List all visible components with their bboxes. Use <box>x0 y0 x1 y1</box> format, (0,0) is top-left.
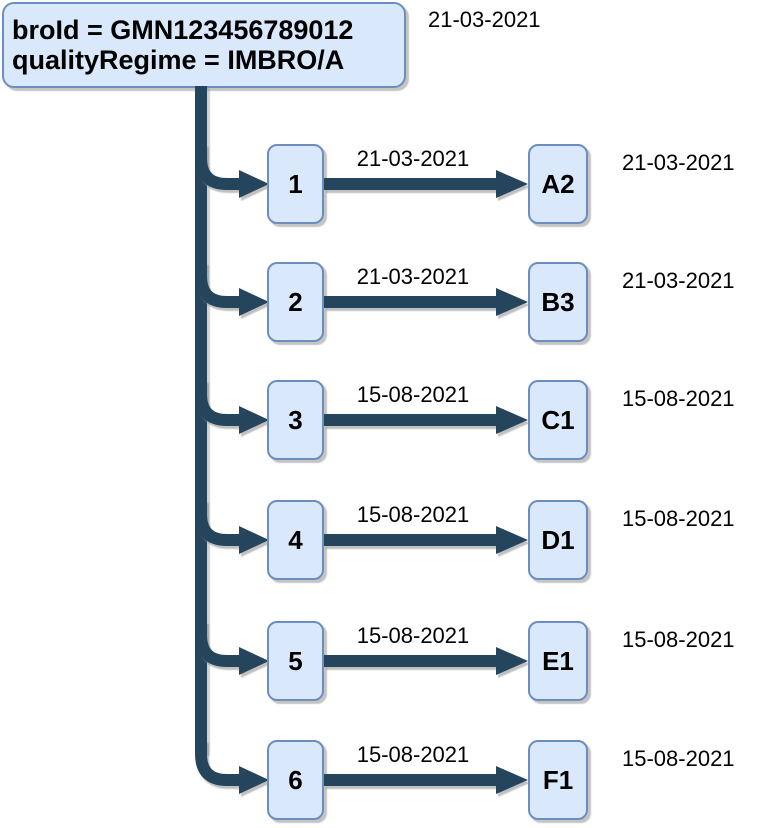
root-quality-regime-text: qualityRegime = IMBRO/A <box>12 45 345 75</box>
edge-arrow-icon <box>324 526 528 554</box>
event-node: F1 <box>528 740 588 820</box>
version-node: 3 <box>267 380 324 460</box>
event-node: C1 <box>528 380 588 460</box>
event-date-label: 15-08-2021 <box>622 627 735 652</box>
edge-date-label: 15-08-2021 <box>356 742 470 767</box>
history-row: 3 15-08-2021 C1 15-08-2021 <box>0 380 762 460</box>
trunk-line <box>195 86 207 754</box>
version-node: 4 <box>267 500 324 580</box>
event-date-label: 21-03-2021 <box>622 268 735 293</box>
branch-arrow-icon <box>195 500 269 554</box>
edge-date-label: 21-03-2021 <box>356 264 470 289</box>
history-row: 1 21-03-2021 A2 21-03-2021 <box>0 144 762 224</box>
event-node-label: E1 <box>542 645 574 676</box>
root-broid-text: broId = GMN123456789012 <box>12 15 354 45</box>
event-date-label: 21-03-2021 <box>622 150 735 175</box>
history-row: 4 15-08-2021 D1 15-08-2021 <box>0 500 762 580</box>
event-node-label: C1 <box>541 404 575 435</box>
version-node-label: 5 <box>288 645 303 676</box>
root-node: broId = GMN123456789012 qualityRegime = … <box>2 2 406 88</box>
history-row: 2 21-03-2021 B3 21-03-2021 <box>0 262 762 342</box>
history-row: 5 15-08-2021 E1 15-08-2021 <box>0 621 762 701</box>
edge-date-label: 15-08-2021 <box>356 502 470 527</box>
branch-arrow-icon <box>195 144 269 198</box>
version-node: 1 <box>267 144 324 224</box>
event-date-label: 15-08-2021 <box>622 386 735 411</box>
branch-arrow-icon <box>195 621 269 675</box>
event-date-label: 15-08-2021 <box>622 746 735 771</box>
edge-date-label: 21-03-2021 <box>356 146 470 171</box>
version-node: 5 <box>267 621 324 701</box>
branch-arrow-icon <box>195 262 269 316</box>
event-node-label: B3 <box>541 286 575 317</box>
event-node: E1 <box>528 621 588 701</box>
version-node-label: 4 <box>288 524 303 555</box>
root-date-label: 21-03-2021 <box>428 7 541 32</box>
version-node-label: 3 <box>288 404 303 435</box>
history-row: 6 15-08-2021 F1 15-08-2021 <box>0 740 762 820</box>
event-node-label: D1 <box>541 524 575 555</box>
version-node-label: 2 <box>288 286 303 317</box>
edge-date-label: 15-08-2021 <box>356 382 470 407</box>
edge-arrow-icon <box>324 170 528 198</box>
branch-arrow-icon <box>195 380 269 434</box>
edge-arrow-icon <box>324 288 528 316</box>
branch-arrow-icon <box>195 740 269 794</box>
edge-date-label: 15-08-2021 <box>356 623 470 648</box>
event-node-label: F1 <box>542 764 574 795</box>
version-node: 2 <box>267 262 324 342</box>
version-node: 6 <box>267 740 324 820</box>
version-node-label: 1 <box>288 168 303 199</box>
edge-arrow-icon <box>324 766 528 794</box>
version-node-label: 6 <box>288 764 303 795</box>
event-node: D1 <box>528 500 588 580</box>
event-node: A2 <box>528 144 588 224</box>
event-node-label: A2 <box>541 168 575 199</box>
event-date-label: 15-08-2021 <box>622 506 735 531</box>
event-node: B3 <box>528 262 588 342</box>
edge-arrow-icon <box>324 647 528 675</box>
edge-arrow-icon <box>324 406 528 434</box>
